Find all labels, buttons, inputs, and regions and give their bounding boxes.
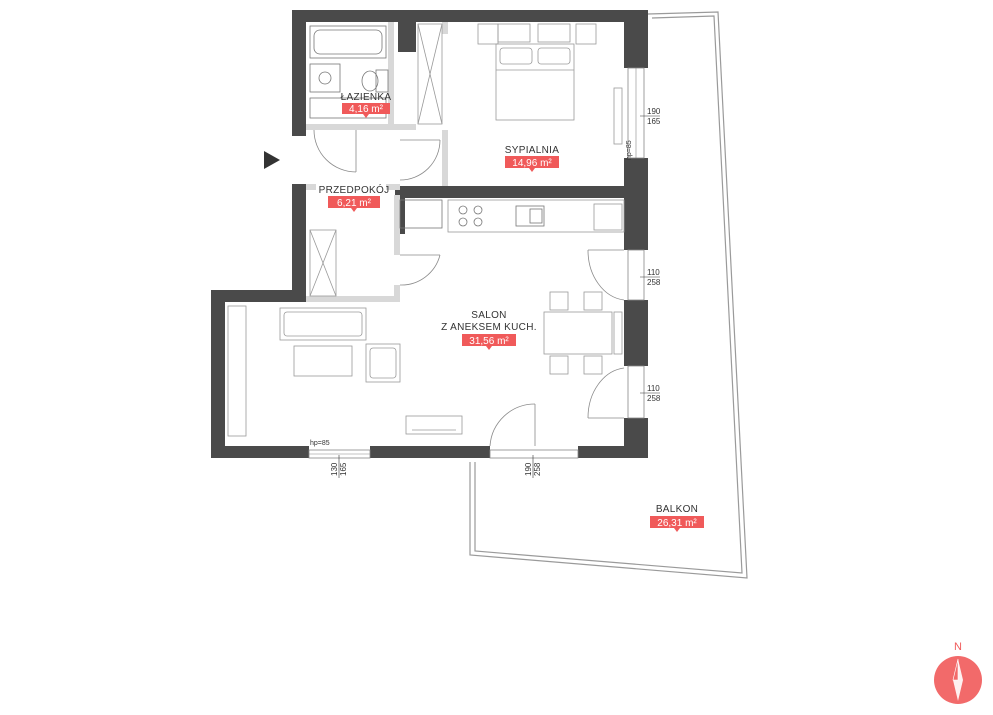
window-width: 190 bbox=[647, 107, 661, 116]
window-width: 130 bbox=[330, 462, 339, 476]
room-area: 26,31 m² bbox=[657, 518, 697, 529]
window-width: 110 bbox=[647, 268, 660, 277]
wardrobes bbox=[309, 23, 443, 297]
exterior-walls bbox=[211, 10, 648, 458]
window-height: 165 bbox=[647, 117, 661, 126]
room-bathroom: ŁAZIENKA 4,16 m² bbox=[341, 92, 392, 118]
window-width: 190 bbox=[524, 462, 533, 476]
area-badge bbox=[650, 516, 704, 532]
room-area: 6,21 m² bbox=[337, 198, 372, 209]
window-dimension-living-1: 110 258 bbox=[647, 268, 661, 287]
doors bbox=[313, 129, 625, 447]
compass: N bbox=[934, 641, 982, 704]
area-badge bbox=[328, 196, 380, 212]
balcony-outline bbox=[469, 11, 748, 579]
window-height: 258 bbox=[533, 462, 542, 476]
area-badge bbox=[505, 156, 559, 172]
living-room-furniture bbox=[227, 291, 623, 437]
room-name: PRZEDPOKÓJ bbox=[319, 183, 390, 196]
room-bedroom: SYPIALNIA 14,96 m² bbox=[505, 145, 559, 172]
window-dimension-balcony-door: 190 258 bbox=[524, 462, 542, 476]
interior-partitions bbox=[306, 22, 448, 302]
window-height: 165 bbox=[339, 462, 348, 476]
windows bbox=[308, 67, 645, 459]
area-badge bbox=[342, 103, 390, 118]
room-name: SALON bbox=[471, 310, 506, 321]
bedroom-furniture bbox=[477, 23, 623, 145]
room-area: 31,56 m² bbox=[469, 336, 509, 347]
window-width: 110 bbox=[647, 384, 660, 393]
room-balcony: BALKON 26,31 m² bbox=[650, 504, 704, 532]
sill-note-bedroom: hp=85 bbox=[626, 140, 633, 160]
room-living: SALON Z ANEKSEM KUCH. 31,56 m² bbox=[441, 310, 537, 350]
kitchen-counter bbox=[399, 199, 625, 233]
window-dimension-living-bottom: 130 165 bbox=[330, 462, 348, 476]
room-hallway: PRZEDPOKÓJ 6,21 m² bbox=[319, 183, 390, 212]
room-name: BALKON bbox=[656, 504, 698, 515]
room-name-line2: Z ANEKSEM KUCH. bbox=[441, 322, 537, 333]
room-name: ŁAZIENKA bbox=[341, 92, 392, 103]
sill-note-living: hp=85 bbox=[310, 440, 330, 447]
dimension-ticks bbox=[338, 115, 660, 478]
area-badge bbox=[462, 334, 516, 350]
window-height: 258 bbox=[647, 278, 661, 287]
room-area: 4,16 m² bbox=[349, 104, 384, 115]
window-height: 258 bbox=[647, 394, 661, 403]
entrance-arrow-icon bbox=[264, 151, 280, 169]
window-dimension-bedroom: 190 165 bbox=[647, 107, 661, 126]
room-area: 14,96 m² bbox=[512, 158, 552, 169]
window-dimension-living-2: 110 258 bbox=[647, 384, 661, 403]
room-name: SYPIALNIA bbox=[505, 145, 559, 156]
compass-label: N bbox=[954, 641, 962, 653]
